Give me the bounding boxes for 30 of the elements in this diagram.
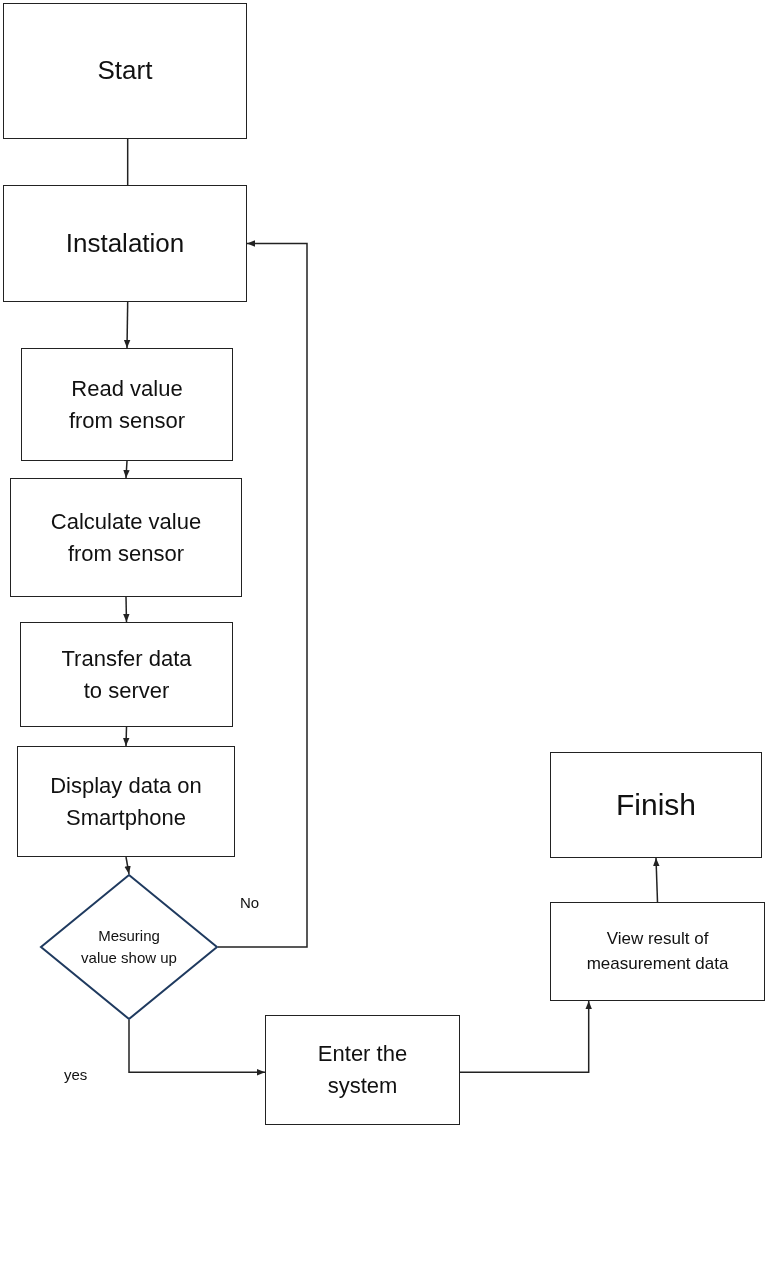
process-box bbox=[265, 1015, 460, 1125]
process-box bbox=[550, 752, 762, 858]
process-box bbox=[3, 3, 247, 139]
arrow bbox=[217, 240, 308, 948]
node-text: View result of measurement data bbox=[585, 927, 730, 975]
decision-diamond bbox=[40, 874, 218, 1020]
node-text: Display data on Smartphone bbox=[49, 771, 203, 832]
process-box bbox=[20, 622, 233, 727]
arrow bbox=[123, 301, 131, 349]
process-box bbox=[17, 746, 235, 857]
node-text: Transfer data to server bbox=[60, 644, 193, 705]
connector-line bbox=[126, 138, 129, 186]
process-box bbox=[550, 902, 765, 1001]
process-box bbox=[21, 348, 233, 461]
arrow bbox=[124, 856, 131, 875]
arrow bbox=[128, 1019, 266, 1076]
process-box bbox=[10, 478, 242, 597]
arrow bbox=[123, 596, 130, 623]
arrow bbox=[459, 1000, 592, 1073]
node-text: Instalation bbox=[65, 226, 185, 260]
process-box bbox=[3, 185, 247, 302]
node-text: Read value from sensor bbox=[67, 374, 187, 435]
node-text: Start bbox=[97, 54, 153, 88]
arrow bbox=[653, 857, 660, 903]
node-text: Calculate value from sensor bbox=[49, 507, 203, 568]
arrow bbox=[123, 726, 130, 747]
node-text: Mesuring value show up bbox=[81, 926, 177, 968]
node-text: Finish bbox=[616, 787, 696, 824]
arrow bbox=[123, 460, 130, 479]
node-text: Enter the system bbox=[316, 1040, 409, 1100]
